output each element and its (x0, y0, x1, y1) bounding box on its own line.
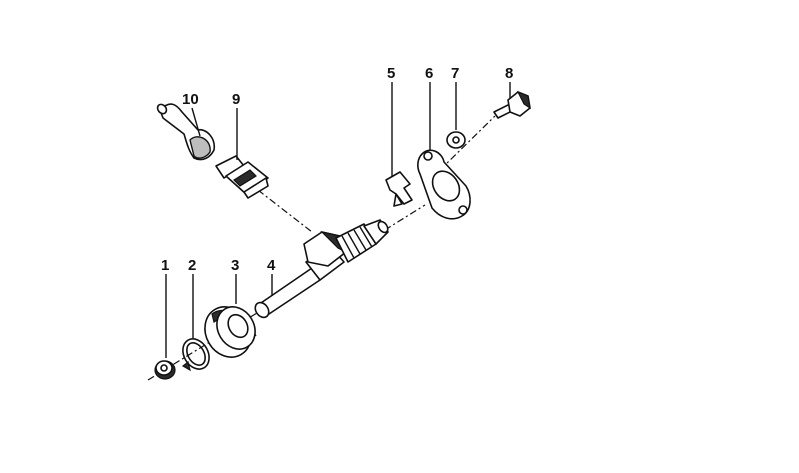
hex-bolt-part (493, 90, 531, 119)
connector-plug-part (215, 155, 269, 199)
leader-lines (165, 82, 511, 358)
callout-6: 6 (425, 65, 433, 82)
gasket-plate-part (417, 149, 471, 220)
sensor-drive-part (254, 219, 389, 319)
callout-3: 3 (231, 257, 239, 274)
callout-2: 2 (188, 257, 196, 274)
callout-5: 5 (387, 65, 395, 82)
circlip-part (181, 338, 210, 372)
callout-10: 10 (182, 91, 199, 108)
seal-ring-part (204, 306, 257, 358)
rubber-boot-part (156, 103, 216, 161)
callout-labels: 1 2 3 4 5 6 7 8 9 10 (161, 65, 513, 274)
retaining-clip-part (385, 171, 413, 207)
washer-part-small (446, 131, 466, 149)
callout-4: 4 (267, 257, 276, 274)
callout-1: 1 (161, 257, 169, 274)
washer-part (154, 360, 176, 380)
callout-9: 9 (232, 91, 240, 108)
callout-7: 7 (451, 65, 459, 82)
callout-8: 8 (505, 65, 513, 82)
